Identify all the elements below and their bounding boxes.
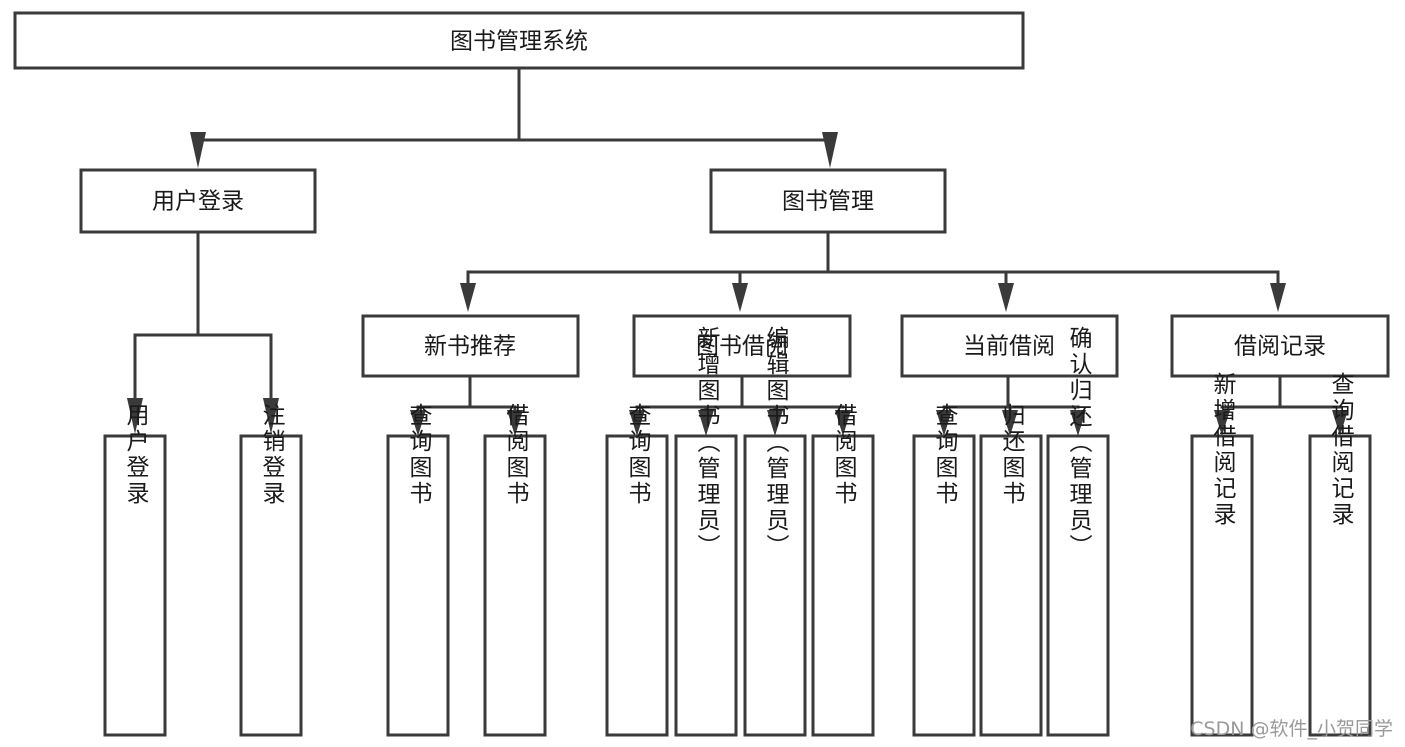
arrowhead-leaf-query-book-3 (936, 410, 952, 436)
arrowhead-leaf-add-book (698, 410, 714, 436)
node-user-login-box[interactable] (79, 168, 317, 234)
edge-group-root (190, 66, 838, 168)
node-leaf-query-book-1-label: 查询图书 (405, 403, 433, 507)
arrowhead-leaf-query-record (1332, 410, 1348, 436)
node-leaf-add-record[interactable] (1190, 434, 1254, 737)
node-root-label: 图书管理系统 (450, 29, 588, 55)
node-leaf-query-record-box[interactable] (1308, 434, 1372, 737)
node-book-borrow-box[interactable] (632, 314, 852, 378)
node-leaf-edit-book[interactable] (743, 434, 807, 737)
node-leaf-borrow-book-1[interactable] (483, 434, 547, 737)
node-leaf-user-logout-box[interactable] (239, 434, 303, 737)
node-borrow-record[interactable]: 借阅记录 (1170, 314, 1390, 378)
node-leaf-add-book-box[interactable] (674, 434, 738, 737)
edge-group-book-borrow (629, 374, 851, 436)
edge-group-book-manage (460, 230, 1286, 312)
arrowhead-leaf-user-logout (263, 398, 279, 434)
edge-group-user-login (127, 230, 279, 434)
node-borrow-record-label: 借阅记录 (1234, 334, 1326, 360)
node-leaf-user-logout[interactable] (239, 434, 303, 737)
arrowhead-leaf-user-login (127, 398, 143, 434)
node-leaf-user-login[interactable] (103, 434, 167, 737)
node-leaf-query-book-2[interactable] (605, 434, 669, 737)
arrowhead-borrow-record (1270, 283, 1286, 312)
arrowhead-user-login (190, 132, 206, 168)
arrowhead-leaf-query-book-2 (629, 410, 645, 436)
node-leaf-query-book-1[interactable] (386, 434, 450, 737)
node-new-book-rec-label: 新书推荐 (424, 334, 516, 360)
node-leaf-confirm-return-label: 确认归还（管理员） (1065, 326, 1093, 560)
node-leaf-query-book-3-box[interactable] (912, 434, 976, 737)
node-leaf-query-book-3[interactable] (912, 434, 976, 737)
node-leaf-borrow-book-2-box[interactable] (811, 434, 875, 737)
node-leaf-borrow-book-1-label: 借阅图书 (502, 403, 530, 507)
node-leaf-query-book-1-box[interactable] (386, 434, 450, 737)
node-leaf-user-login-box[interactable] (103, 434, 167, 737)
node-leaf-return-book-box[interactable] (979, 434, 1043, 737)
node-leaf-edit-book-label: 编辑图书（管理员） (762, 326, 790, 560)
node-leaf-confirm-return[interactable] (1046, 434, 1110, 737)
edge-group-borrow-record (1214, 374, 1348, 436)
arrowhead-leaf-return-book (1002, 410, 1018, 436)
node-leaf-confirm-return-box[interactable] (1046, 434, 1110, 737)
node-root-box[interactable] (13, 11, 1025, 70)
node-current-borrow[interactable]: 当前借阅 (900, 314, 1119, 378)
arrowhead-leaf-confirm-return (1070, 410, 1086, 436)
node-leaf-user-logout-label: 注销登录 (258, 403, 286, 507)
arrowhead-leaf-query-book-1 (410, 410, 426, 436)
node-leaf-add-record-box[interactable] (1190, 434, 1254, 737)
node-leaf-query-record[interactable] (1308, 434, 1372, 737)
node-current-borrow-label: 当前借阅 (963, 334, 1055, 360)
node-book-borrow[interactable]: 图书借阅 (632, 314, 852, 378)
arrowhead-leaf-add-record (1214, 410, 1230, 436)
node-leaf-add-book[interactable] (674, 434, 738, 737)
node-leaf-add-book-label: 新增图书（管理员） (693, 326, 721, 560)
node-book-manage[interactable]: 图书管理 (709, 168, 947, 234)
node-new-book-rec-box[interactable] (361, 314, 580, 378)
edge-group-new-book-rec (410, 374, 523, 436)
arrowhead-current-borrow (998, 283, 1014, 312)
arrowhead-book-manage (822, 132, 838, 168)
node-current-borrow-box[interactable] (900, 314, 1119, 378)
arrowhead-leaf-borrow-book-2 (835, 410, 851, 436)
node-leaf-query-book-2-box[interactable] (605, 434, 669, 737)
node-leaf-query-record-label: 查询借阅记录 (1327, 372, 1355, 528)
arrowhead-book-borrow (732, 283, 748, 312)
node-leaf-borrow-book-1-box[interactable] (483, 434, 547, 737)
node-user-login[interactable]: 用户登录 (79, 168, 317, 234)
node-book-manage-label: 图书管理 (782, 189, 874, 215)
node-user-login-label: 用户登录 (152, 189, 244, 215)
node-leaf-borrow-book-2[interactable] (811, 434, 875, 737)
node-leaf-borrow-book-2-label: 借阅图书 (830, 403, 858, 507)
node-root[interactable]: 图书管理系统 (13, 11, 1025, 70)
edge-group-current-borrow (936, 374, 1086, 436)
node-leaf-user-login-label: 用户登录 (122, 403, 150, 507)
node-leaf-edit-book-box[interactable] (743, 434, 807, 737)
node-book-manage-box[interactable] (709, 168, 947, 234)
node-leaf-query-book-3-label: 查询图书 (931, 403, 959, 507)
node-leaf-return-book[interactable] (979, 434, 1043, 737)
arrowhead-leaf-edit-book (767, 410, 783, 436)
node-leaf-return-book-label: 归还图书 (998, 403, 1026, 507)
node-book-borrow-label: 图书借阅 (696, 334, 788, 360)
node-leaf-add-record-label: 新增借阅记录 (1209, 372, 1237, 528)
arrowhead-leaf-borrow-book-1 (507, 410, 523, 436)
arrowhead-new-book-rec (460, 283, 476, 312)
node-borrow-record-box[interactable] (1170, 314, 1390, 378)
node-new-book-rec[interactable]: 新书推荐 (361, 314, 580, 378)
node-leaf-query-book-2-label: 查询图书 (624, 403, 652, 507)
